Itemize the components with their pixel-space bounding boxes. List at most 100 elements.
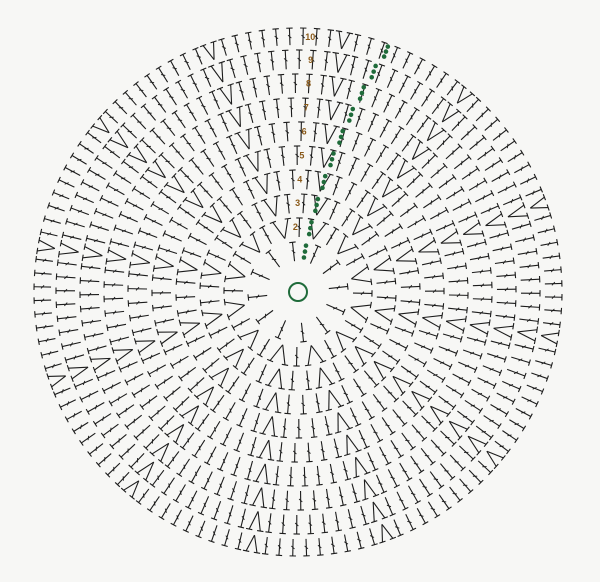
double-crochet-stitch [225,376,240,395]
increase-v-stitch [381,176,403,198]
increase-v-stitch [507,201,530,219]
double-crochet-stitch [482,365,503,377]
double-crochet-stitch [352,290,373,297]
double-crochet-stitch [147,364,167,378]
double-crochet-stitch [342,460,352,481]
double-crochet-stitch [300,322,307,343]
double-crochet-stitch [128,314,149,322]
double-crochet-stitch [447,262,468,270]
double-crochet-stitch [520,290,541,297]
double-crochet-stitch [451,114,468,131]
double-crochet-stitch [265,513,272,534]
increase-v-stitch [328,75,347,97]
double-crochet-stitch [396,491,409,511]
double-crochet-stitch [370,423,384,443]
increase-v-stitch [493,322,515,341]
double-crochet-stitch [80,179,100,192]
double-crochet-stitch [160,477,175,496]
double-crochet-stitch [112,99,128,115]
double-crochet-stitch [381,417,396,436]
chain-dot [302,249,308,254]
chain-dot [315,196,321,202]
double-crochet-stitch [327,29,335,47]
double-crochet-stitch [309,145,316,166]
double-crochet-stitch [425,63,438,81]
increase-v-stitch [182,187,204,209]
round-label: 4 [297,174,302,184]
double-crochet-stitch [511,220,532,230]
double-crochet-stitch [85,235,106,244]
double-crochet-stitch [253,388,264,409]
double-crochet-stitch [191,439,206,459]
double-crochet-stitch [200,148,215,167]
increase-v-stitch [411,138,432,160]
increase-v-stitch [440,228,463,246]
double-crochet-stitch [309,244,322,264]
double-crochet-stitch [468,177,488,191]
double-crochet-stitch [86,345,107,355]
double-crochet-stitch [321,513,329,534]
double-crochet-stitch [296,49,303,70]
double-crochet-stitch [495,314,516,321]
double-crochet-stitch [65,218,85,228]
double-crochet-stitch [95,370,116,382]
double-crochet-stitch [360,163,374,182]
increase-v-stitch [90,114,110,134]
increase-v-stitch [223,348,244,370]
double-crochet-stitch [341,208,356,227]
double-crochet-stitch [139,137,156,154]
double-crochet-stitch [177,204,196,219]
double-crochet-stitch [224,505,234,525]
double-crochet-stitch [399,202,418,218]
double-crochet-stitch [144,73,158,90]
round-label: 3 [295,198,300,208]
double-crochet-stitch [52,387,71,398]
double-crochet-stitch [208,89,220,110]
double-crochet-stitch [42,215,61,224]
increase-v-stitch [318,146,337,168]
double-crochet-stitch [55,273,76,280]
increase-v-stitch [126,143,148,164]
double-crochet-stitch [247,436,257,457]
double-crochet-stitch [55,287,76,294]
double-crochet-stitch [344,181,358,201]
double-crochet-stitch [338,486,347,507]
double-crochet-stitch [178,366,197,382]
double-crochet-stitch [302,97,309,118]
double-crochet-stitch [410,455,425,474]
double-crochet-stitch [407,215,427,229]
chain-dot [361,85,367,90]
double-crochet-stitch [133,424,151,441]
double-crochet-stitch [244,103,254,124]
double-crochet-stitch [193,347,212,361]
double-crochet-stitch [47,202,65,212]
chain-dot [371,69,376,74]
increase-v-stitch [144,158,166,179]
chain-dot [348,112,354,118]
double-crochet-stitch [367,452,379,472]
double-crochet-stitch [534,212,553,221]
double-crochet-stitch [430,162,448,179]
double-crochet-stitch [158,188,177,204]
increase-v-stitch [445,315,467,334]
chain-dot [306,231,312,237]
double-crochet-stitch [79,432,96,446]
increase-v-stitch [540,329,560,348]
double-crochet-stitch [364,137,377,157]
double-crochet-stitch [305,169,312,190]
double-crochet-stitch [420,447,436,466]
double-crochet-stitch [204,446,217,466]
double-crochet-stitch [363,335,382,350]
double-crochet-stitch [391,237,411,249]
round-4 [175,169,421,415]
double-crochet-stitch [258,100,267,121]
double-crochet-stitch [520,275,541,283]
double-crochet-stitch [332,362,345,382]
double-crochet-stitch [544,307,563,315]
double-crochet-stitch [163,86,177,106]
double-crochet-stitch [445,384,465,399]
double-crochet-stitch [544,266,562,273]
double-crochet-stitch [71,421,89,435]
double-crochet-stitch [324,415,333,436]
double-crochet-stitch [475,189,495,203]
